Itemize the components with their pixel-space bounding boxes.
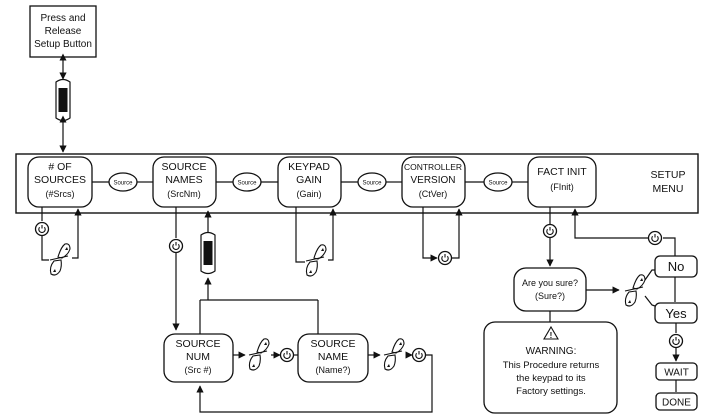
power-button-icon bbox=[279, 347, 295, 363]
flow-arrow bbox=[452, 208, 463, 259]
power-button-icon bbox=[668, 333, 684, 349]
flow-line bbox=[41, 236, 49, 261]
menu-fact-init-line2: (FInit) bbox=[550, 182, 574, 192]
warning-triangle-icon bbox=[543, 325, 559, 340]
source-button-4-label: Source bbox=[488, 181, 508, 187]
flow-line bbox=[663, 237, 676, 256]
source-button-2-label: Source bbox=[237, 181, 257, 187]
warning-line2: the keypad to its bbox=[516, 373, 585, 384]
flow-arrow bbox=[422, 207, 438, 262]
source-name-line1: SOURCE bbox=[311, 338, 356, 350]
power-button-icon bbox=[542, 223, 558, 239]
power-button-icon bbox=[34, 221, 50, 237]
menu-num-sources-line3: (#Srcs) bbox=[46, 189, 75, 199]
yes-option-label: Yes bbox=[665, 306, 687, 321]
press-release-setup-box bbox=[29, 5, 97, 58]
display-bar-icon bbox=[200, 231, 216, 275]
setup-menu-title-2: MENU bbox=[653, 183, 684, 195]
source-num-line2: NUM bbox=[186, 351, 210, 363]
rotary-knob-icon bbox=[383, 338, 405, 371]
flow-arrow bbox=[328, 208, 337, 261]
no-option-label: No bbox=[668, 259, 685, 274]
confirm-line1: Are you sure? bbox=[522, 278, 578, 288]
warning-line1: This Procedure returns bbox=[503, 360, 600, 371]
start-box-text-1: Press and bbox=[40, 13, 85, 24]
done-box bbox=[655, 392, 698, 411]
source-name-line3: (Name?) bbox=[315, 365, 350, 375]
menu-source-names-line1: SOURCE bbox=[162, 161, 207, 173]
menu-controller-version-line3: (CtVer) bbox=[419, 189, 448, 199]
source-button-3-label: Source bbox=[362, 181, 382, 187]
menu-controller-version-line1: CONTROLLER bbox=[404, 162, 462, 172]
rotary-knob-icon bbox=[305, 244, 327, 277]
power-button-icon bbox=[647, 230, 663, 246]
flow-arrow bbox=[72, 208, 82, 259]
confirm-line2: (Sure?) bbox=[535, 291, 565, 301]
source-name-line2: NAME bbox=[318, 351, 348, 363]
warning-title: WARNING: bbox=[526, 346, 577, 357]
menu-controller-version-line2: VERSION bbox=[410, 175, 455, 186]
power-button-icon bbox=[411, 347, 427, 363]
rotary-knob-icon bbox=[624, 274, 646, 307]
source-button-2 bbox=[232, 172, 262, 192]
menu-keypad-gain-line2: GAIN bbox=[296, 174, 322, 186]
flow-line bbox=[295, 207, 305, 263]
source-button-1 bbox=[108, 172, 138, 192]
menu-fact-init-line1: FACT INIT bbox=[537, 166, 587, 178]
power-button-icon bbox=[437, 250, 453, 266]
rotary-knob-icon bbox=[248, 338, 270, 371]
source-button-1-label: Source bbox=[113, 181, 133, 187]
menu-source-names-line3: (SrcNm) bbox=[167, 189, 201, 199]
source-num-box bbox=[163, 333, 234, 383]
menu-source-names-line2: NAMES bbox=[165, 174, 202, 186]
warning-triangle-mark: ! bbox=[550, 331, 553, 340]
menu-keypad-gain-line3: (Gain) bbox=[296, 189, 321, 199]
menu-keypad-gain-line1: KEYPAD bbox=[288, 161, 330, 173]
source-button-4 bbox=[483, 172, 513, 192]
warning-line3: Factory settings. bbox=[516, 386, 586, 397]
no-option-box bbox=[654, 255, 698, 278]
warning-box bbox=[483, 321, 618, 414]
display-bar-icon bbox=[55, 78, 71, 122]
menu-num-sources-line1: # OF bbox=[48, 161, 71, 173]
source-name-box bbox=[297, 333, 369, 383]
menu-num-sources-line2: SOURCES bbox=[34, 174, 86, 186]
done-label: DONE bbox=[662, 398, 691, 409]
return-loop-arrow bbox=[196, 354, 433, 413]
power-button-icon bbox=[168, 238, 184, 254]
wait-label: WAIT bbox=[664, 368, 689, 379]
source-num-line3: (Src #) bbox=[185, 365, 212, 375]
flow-line bbox=[644, 295, 656, 307]
rotary-knob-icon bbox=[49, 243, 71, 276]
flow-arrow bbox=[571, 208, 648, 239]
setup-menu-title-1: SETUP bbox=[650, 169, 685, 181]
start-box-text-2: Release bbox=[45, 26, 82, 37]
source-button-3 bbox=[357, 172, 387, 192]
flow-line bbox=[644, 269, 655, 281]
are-you-sure-box bbox=[513, 267, 587, 312]
source-num-line1: SOURCE bbox=[176, 338, 221, 350]
start-box-text-3: Setup Button bbox=[34, 39, 92, 50]
